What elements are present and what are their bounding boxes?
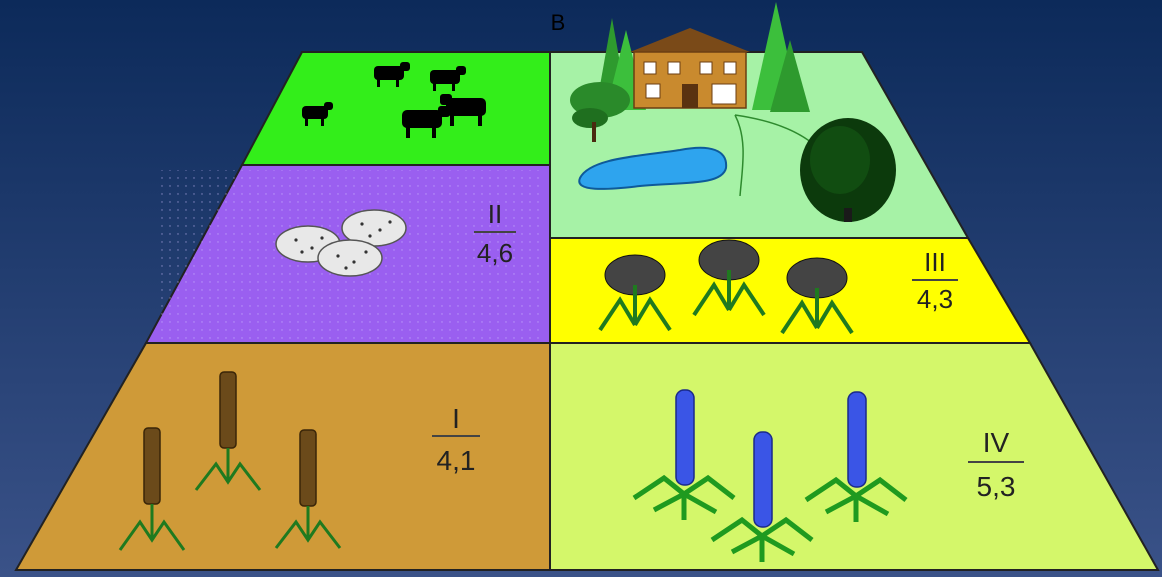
top-label: B xyxy=(551,10,566,35)
tree-icon xyxy=(800,118,896,222)
field-value: 4,1 xyxy=(437,445,476,476)
field-numeral: IV xyxy=(983,427,1010,458)
field-value: 4,3 xyxy=(917,284,953,314)
field-value: 4,6 xyxy=(477,238,513,268)
field-value: 5,3 xyxy=(977,471,1016,502)
field-numeral: III xyxy=(924,247,946,277)
potato-icon xyxy=(318,240,382,276)
field-numeral: I xyxy=(452,403,460,434)
field-numeral: II xyxy=(488,199,502,229)
